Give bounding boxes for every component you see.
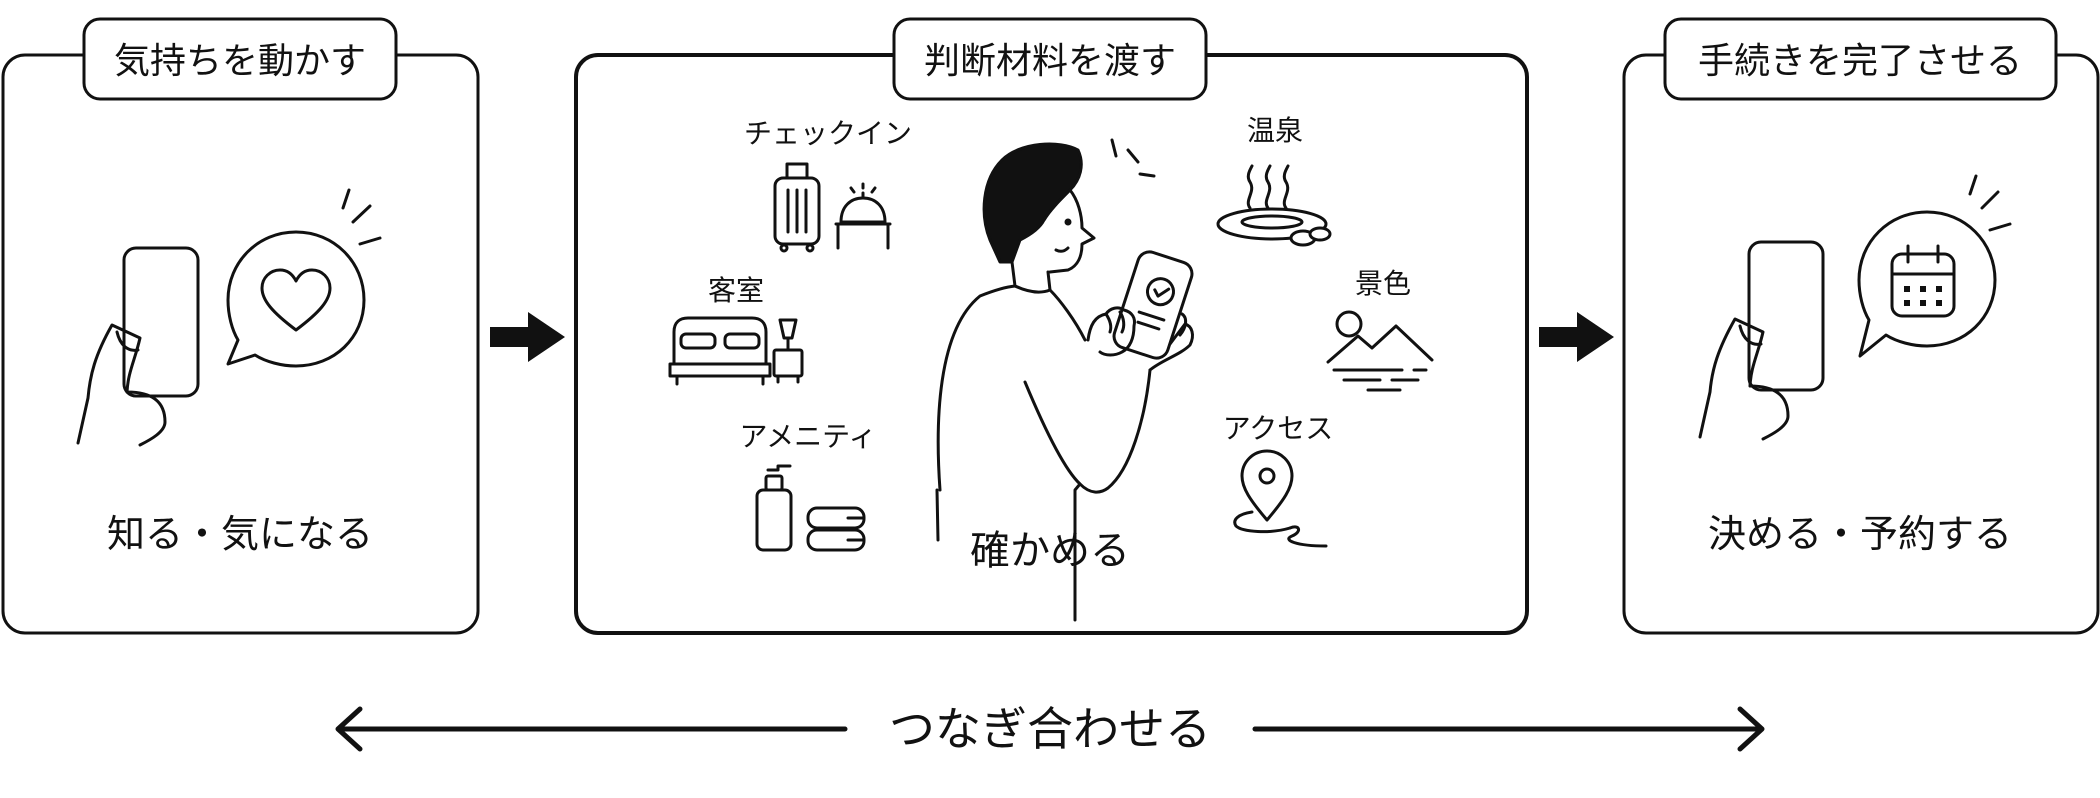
arrow-right-1 [490,312,565,362]
arrowhead-left-icon [335,706,363,752]
bell-on-desk-icon [834,182,892,250]
room-label: 客室 [708,274,764,307]
onsen-label: 温泉 [1247,114,1303,147]
towels-icon [806,506,866,552]
checkin-label: チェックイン [744,117,912,150]
panel-confirm: 判断材料を渡す チェックイン 客室 [574,17,1529,635]
heart-speech-bubble-icon [226,188,382,368]
panel-know-caption: 知る・気になる [107,512,373,556]
scenery-label: 景色 [1355,267,1411,300]
access-label: アクセス [1223,412,1334,445]
bottom-connector [335,706,1765,752]
panel-decide: 手続きを完了させる 決める・予約する [1622,17,2100,635]
hot-spring-icon [1216,164,1332,247]
panel-decide-heading: 手続きを完了させる [1698,41,2022,82]
bottom-label: つなぎ合わせる [889,702,1211,756]
panel-confirm-caption: 確かめる [970,528,1130,574]
panel-confirm-heading-box [892,17,1208,101]
lamp-icon [772,318,804,384]
bed-icon [668,316,772,386]
amenity-label: アメニティ [740,420,877,453]
panel-decide-caption: 決める・予約する [1708,512,2012,556]
sun-mountains-icon [1326,310,1434,392]
hand-holding-phone-icon [76,246,200,447]
suitcase-icon [773,162,821,253]
person-checking-phone-icon [935,138,1194,622]
location-pin-icon [1233,449,1328,548]
panel-know-heading-box [82,17,398,101]
panel-confirm-heading: 判断材料を渡す [924,41,1176,82]
panel-know: 気持ちを動かす 知る・気になる [1,17,480,635]
arrowhead-right-icon [1737,706,1765,752]
bottle-icon [755,464,793,552]
calendar-speech-bubble-icon [1857,174,2012,358]
arrow-right-2 [1539,312,1614,362]
panel-know-heading: 気持ちを動かす [114,41,366,82]
hand-holding-phone-icon [1698,240,1825,441]
panel-decide-heading-box [1663,17,2058,101]
